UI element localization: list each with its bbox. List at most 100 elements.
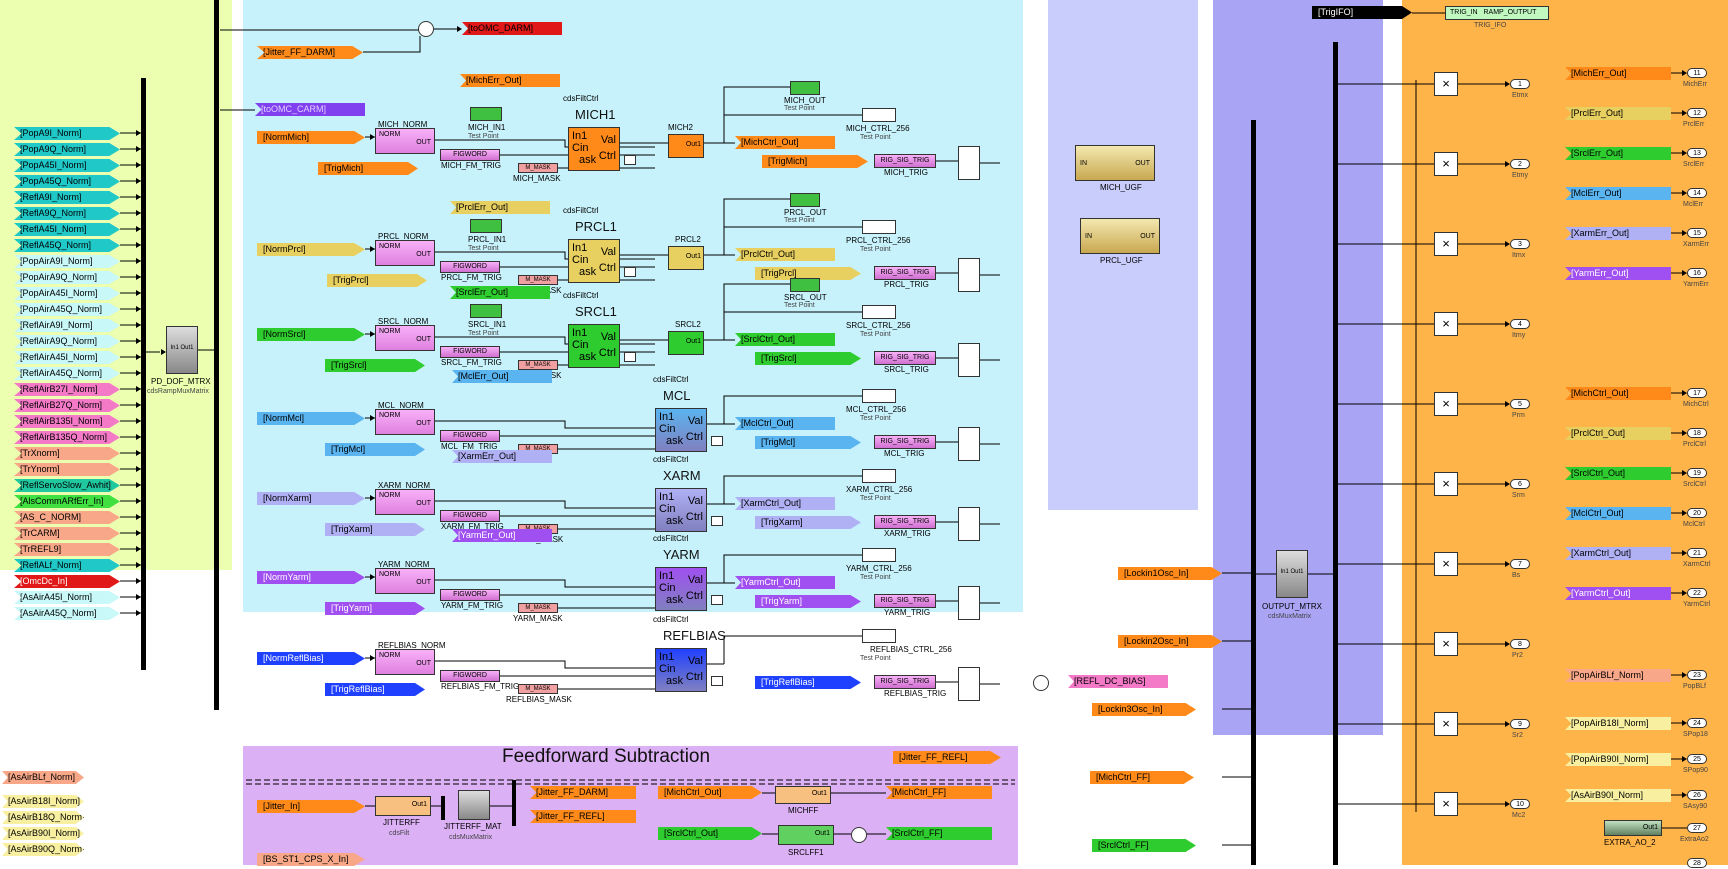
to-omc-carm-tag[interactable]: [toOMC_CARM] bbox=[255, 103, 365, 116]
bottom-left-tag-1[interactable]: [AsAirB18I_Norm] bbox=[2, 795, 84, 808]
input-tag-2[interactable]: [PopA45I_Norm] bbox=[14, 159, 120, 172]
trig-ifo-tag[interactable]: [TrigIFO] bbox=[1312, 6, 1412, 19]
srcl-err-tag[interactable]: [SrclErr_Out] bbox=[450, 286, 550, 299]
input-tag-22[interactable]: [ReflServoSlow_Awhit] bbox=[14, 479, 120, 492]
input-tag-17[interactable]: [ReflAirB27Q_Norm] bbox=[14, 399, 120, 412]
srcl-norm-tag[interactable]: [NormSrcl] bbox=[257, 328, 365, 341]
reflbias-trig2-tag[interactable]: [TrigReflBias] bbox=[755, 676, 861, 689]
right-output-tag-5[interactable]: [YarmErr_Out] bbox=[1565, 267, 1671, 280]
lockin3-tag[interactable]: [Lockin3Osc_In] bbox=[1092, 703, 1196, 716]
input-tag-13[interactable]: [ReflAirA9Q_Norm] bbox=[14, 335, 120, 348]
right-output-tag-6[interactable]: [MichCtrl_Out] bbox=[1565, 387, 1671, 400]
right-output-tag-13[interactable]: [PopAirB18I_Norm] bbox=[1565, 717, 1671, 730]
mich-trig2-tag[interactable]: [TrigMich] bbox=[762, 155, 868, 168]
input-tag-24[interactable]: [AS_C_NORM] bbox=[14, 511, 120, 524]
prcl-trig-tag[interactable]: [TrigPrcl] bbox=[327, 274, 427, 287]
xarm-err-tag[interactable]: [XarmErr_Out] bbox=[452, 450, 552, 463]
prcl-ctrl-tag[interactable]: [PrclCtrl_Out] bbox=[735, 248, 835, 261]
yarm-trig2-tag[interactable]: [TrigYarm] bbox=[755, 595, 861, 608]
bottom-left-tag-2[interactable]: [AsAirB18Q_Norm] bbox=[2, 811, 84, 824]
right-output-tag-4[interactable]: [XarmErr_Out] bbox=[1565, 227, 1671, 240]
input-tag-15[interactable]: [ReflAirA45Q_Norm] bbox=[14, 367, 120, 380]
input-tag-18[interactable]: [ReflAirB135I_Norm] bbox=[14, 415, 120, 428]
input-tag-20[interactable]: [TrXnorm] bbox=[14, 447, 120, 460]
right-output-tag-10[interactable]: [XarmCtrl_Out] bbox=[1565, 547, 1671, 560]
input-tag-11[interactable]: [PopAirA45Q_Norm] bbox=[14, 303, 120, 316]
mcl-trig-tag[interactable]: [TrigMcl] bbox=[325, 443, 425, 456]
mich-ctrl-tag[interactable]: [MichCtrl_Out] bbox=[735, 136, 835, 149]
ff-michctrl-ff-tag[interactable]: [MichCtrl_FF] bbox=[886, 786, 992, 799]
jitter-ff-refl-tag[interactable]: [Jitter_FF_REFL] bbox=[893, 751, 1001, 764]
mich-norm-tag[interactable]: [NormMich] bbox=[257, 131, 365, 144]
input-tag-19[interactable]: [ReflAirB135Q_Norm] bbox=[14, 431, 120, 444]
xarm-trig-tag[interactable]: [TrigXarm] bbox=[325, 523, 425, 536]
michctrl-ff-tag[interactable]: [MichCtrl_FF] bbox=[1090, 771, 1194, 784]
yarm-ctrl-tag[interactable]: [YarmCtrl_Out] bbox=[735, 576, 835, 589]
input-tag-28[interactable]: [OmcDc_In] bbox=[14, 575, 120, 588]
lockin1-tag[interactable]: [Lockin1Osc_In] bbox=[1118, 567, 1222, 580]
mich-trig-tag[interactable]: [TrigMich] bbox=[318, 162, 418, 175]
ff-michctrl-out-tag[interactable]: [MichCtrl_Out] bbox=[658, 786, 762, 799]
right-output-tag-1[interactable]: [PrclErr_Out] bbox=[1565, 107, 1671, 120]
prcl-norm-tag[interactable]: [NormPrcl] bbox=[257, 243, 365, 256]
input-tag-1[interactable]: [PopA9Q_Norm] bbox=[14, 143, 120, 156]
input-tag-14[interactable]: [ReflAirA45I_Norm] bbox=[14, 351, 120, 364]
ff-bs-tag[interactable]: [BS_ST1_CPS_X_In] bbox=[257, 853, 365, 866]
right-output-tag-2[interactable]: [SrclErr_Out] bbox=[1565, 147, 1671, 160]
input-tag-4[interactable]: [ReflA9I_Norm] bbox=[14, 191, 120, 204]
mcl-trig2-tag[interactable]: [TrigMcl] bbox=[755, 436, 861, 449]
input-tag-16[interactable]: [ReflAirB27I_Norm] bbox=[14, 383, 120, 396]
right-output-tag-3[interactable]: [MclErr_Out] bbox=[1565, 187, 1671, 200]
yarm-err-tag[interactable]: [YarmErr_Out] bbox=[452, 529, 552, 542]
prcl-trig2-tag[interactable]: [TrigPrcl] bbox=[755, 267, 861, 280]
jitter-ff-darm-tag[interactable]: [Jitter_FF_DARM] bbox=[257, 46, 363, 59]
ff-srclctrl-ff-tag[interactable]: [SrclCtrl_FF] bbox=[886, 827, 992, 840]
srcl-trig-tag[interactable]: [TrigSrcl] bbox=[325, 359, 425, 372]
yarm-trig-tag[interactable]: [TrigYarm] bbox=[325, 602, 425, 615]
srcl-ctrl-tag[interactable]: [SrclCtrl_Out] bbox=[735, 333, 835, 346]
right-output-tag-9[interactable]: [MclCtrl_Out] bbox=[1565, 507, 1671, 520]
input-tag-26[interactable]: [TrREFL9] bbox=[14, 543, 120, 556]
input-tag-7[interactable]: [ReflA45Q_Norm] bbox=[14, 239, 120, 252]
input-tag-27[interactable]: [ReflALf_Norm] bbox=[14, 559, 120, 572]
srclctrl-ff-tag[interactable]: [SrclCtrl_FF] bbox=[1092, 839, 1196, 852]
input-tag-29[interactable]: [AsAirA45I_Norm] bbox=[14, 591, 120, 604]
right-output-tag-0[interactable]: [MichErr_Out] bbox=[1565, 67, 1671, 80]
right-output-tag-8[interactable]: [SrclCtrl_Out] bbox=[1565, 467, 1671, 480]
right-output-tag-15[interactable]: [AsAirB90I_Norm] bbox=[1565, 789, 1671, 802]
xarm-trig2-tag[interactable]: [TrigXarm] bbox=[755, 516, 861, 529]
mcl-err-tag[interactable]: [MclErr_Out] bbox=[452, 370, 552, 383]
yarm-norm-tag[interactable]: [NormYarm] bbox=[257, 571, 365, 584]
input-tag-23[interactable]: [AlsCommARfErr_In] bbox=[14, 495, 120, 508]
reflbias-trig-tag[interactable]: [TrigReflBias] bbox=[325, 683, 425, 696]
right-output-tag-11[interactable]: [YarmCtrl_Out] bbox=[1565, 587, 1671, 600]
refl-dc-bias-tag[interactable]: [REFL_DC_BIAS] bbox=[1068, 675, 1168, 688]
bottom-left-tag-0[interactable]: [AsAirBLf_Norm] bbox=[2, 771, 84, 784]
lockin2-tag[interactable]: [Lockin2Osc_In] bbox=[1118, 635, 1222, 648]
input-tag-9[interactable]: [PopAirA9Q_Norm] bbox=[14, 271, 120, 284]
input-tag-12[interactable]: [ReflAirA9I_Norm] bbox=[14, 319, 120, 332]
input-tag-10[interactable]: [PopAirA45I_Norm] bbox=[14, 287, 120, 300]
to-omc-darm-tag[interactable]: [toOMC_DARM] bbox=[462, 22, 562, 35]
ff-jff-refl-tag[interactable]: [Jitter_FF_REFL] bbox=[530, 810, 636, 823]
input-tag-8[interactable]: [PopAirA9I_Norm] bbox=[14, 255, 120, 268]
mcl-norm-tag[interactable]: [NormMcl] bbox=[257, 412, 365, 425]
input-tag-5[interactable]: [ReflA9Q_Norm] bbox=[14, 207, 120, 220]
bottom-left-tag-4[interactable]: [AsAirB90Q_Norm] bbox=[2, 843, 84, 856]
mcl-ctrl-tag[interactable]: [MclCtrl_Out] bbox=[735, 417, 835, 430]
bottom-left-tag-3[interactable]: [AsAirB90I_Norm] bbox=[2, 827, 84, 840]
right-output-tag-12[interactable]: [PopAirBLf_Norm] bbox=[1565, 669, 1671, 682]
right-output-tag-7[interactable]: [PrclCtrl_Out] bbox=[1565, 427, 1671, 440]
xarm-ctrl-tag[interactable]: [XarmCtrl_Out] bbox=[735, 497, 835, 510]
input-tag-25[interactable]: [TrCARM] bbox=[14, 527, 120, 540]
mich-err-tag[interactable]: [MichErr_Out] bbox=[460, 74, 560, 87]
right-output-tag-14[interactable]: [PopAirB90I_Norm] bbox=[1565, 753, 1671, 766]
reflbias-norm-tag[interactable]: [NormReflBias] bbox=[257, 652, 365, 665]
input-tag-6[interactable]: [ReflA45I_Norm] bbox=[14, 223, 120, 236]
srcl-trig2-tag[interactable]: [TrigSrcl] bbox=[755, 352, 861, 365]
input-tag-21[interactable]: [TrYnorm] bbox=[14, 463, 120, 476]
input-tag-30[interactable]: [AsAirA45Q_Norm] bbox=[14, 607, 120, 620]
prcl-err-tag[interactable]: [PrclErr_Out] bbox=[450, 201, 550, 214]
ff-jitter-in-tag[interactable]: [Jitter_In] bbox=[257, 800, 365, 813]
ff-srclctrl-out-tag[interactable]: [SrclCtrl_Out] bbox=[658, 827, 762, 840]
